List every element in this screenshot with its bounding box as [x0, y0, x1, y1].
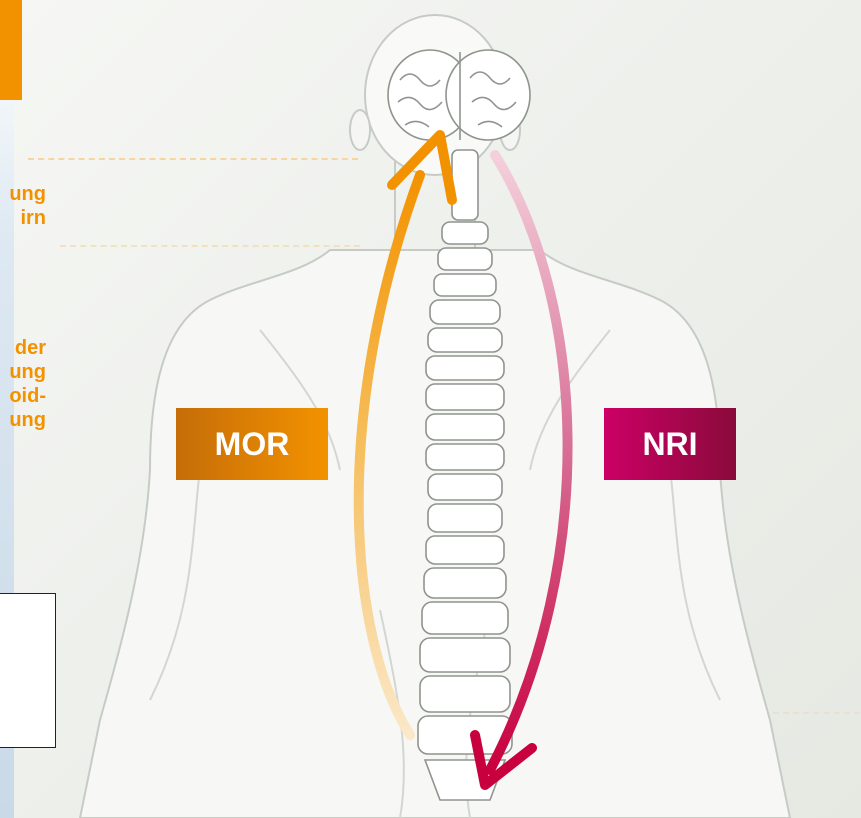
brain-icon — [388, 50, 530, 140]
mor-label: MOR — [176, 408, 328, 480]
left-ear — [350, 110, 370, 150]
nri-label: NRI — [604, 408, 736, 480]
spine-icon — [418, 150, 512, 800]
